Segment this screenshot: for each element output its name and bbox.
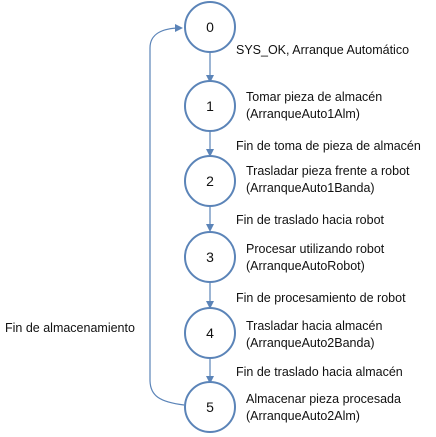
transition-label-1-2: Fin de toma de pieza de almacén: [236, 139, 421, 153]
state-1: 1: [184, 80, 236, 132]
state-2-number: 2: [206, 173, 214, 189]
state-4-title: Trasladar hacia almacén: [246, 319, 383, 333]
state-5-number: 5: [206, 399, 214, 415]
state-2-subtitle: (ArranqueAuto1Banda): [246, 181, 375, 195]
state-4-number: 4: [206, 325, 214, 341]
state-0-number: 0: [206, 19, 214, 35]
state-3-title: Procesar utilizando robot: [246, 242, 385, 256]
state-2: 2: [184, 155, 236, 207]
loop-label: Fin de almacenamiento: [5, 321, 135, 335]
transition-label-4-5: Fin de traslado hacia almacén: [236, 365, 403, 379]
transition-label-0-1: SYS_OK, Arranque Automático: [236, 43, 410, 57]
state-3-subtitle: (ArranqueAutoRobot): [246, 259, 365, 273]
state-1-subtitle: (ArranqueAuto1Alm): [246, 107, 360, 121]
state-4-subtitle: (ArranqueAuto2Banda): [246, 336, 375, 350]
arrow-loop-5-to-0: [149, 24, 185, 406]
state-2-title: Trasladar pieza frente a robot: [246, 164, 410, 178]
state-1-title: Tomar pieza de almacén: [246, 90, 383, 104]
state-3-number: 3: [206, 249, 214, 265]
state-1-number: 1: [206, 98, 214, 114]
transition-label-2-3: Fin de traslado hacia robot: [236, 213, 385, 227]
state-0: 0: [184, 1, 236, 53]
state-5-title: Almacenar pieza procesada: [246, 392, 401, 406]
state-5: 5: [184, 381, 236, 433]
transition-label-3-4: Fin de procesamiento de robot: [236, 291, 406, 305]
state-3: 3: [184, 231, 236, 283]
state-4: 4: [184, 307, 236, 359]
state-5-subtitle: (ArranqueAuto2Alm): [246, 409, 360, 423]
